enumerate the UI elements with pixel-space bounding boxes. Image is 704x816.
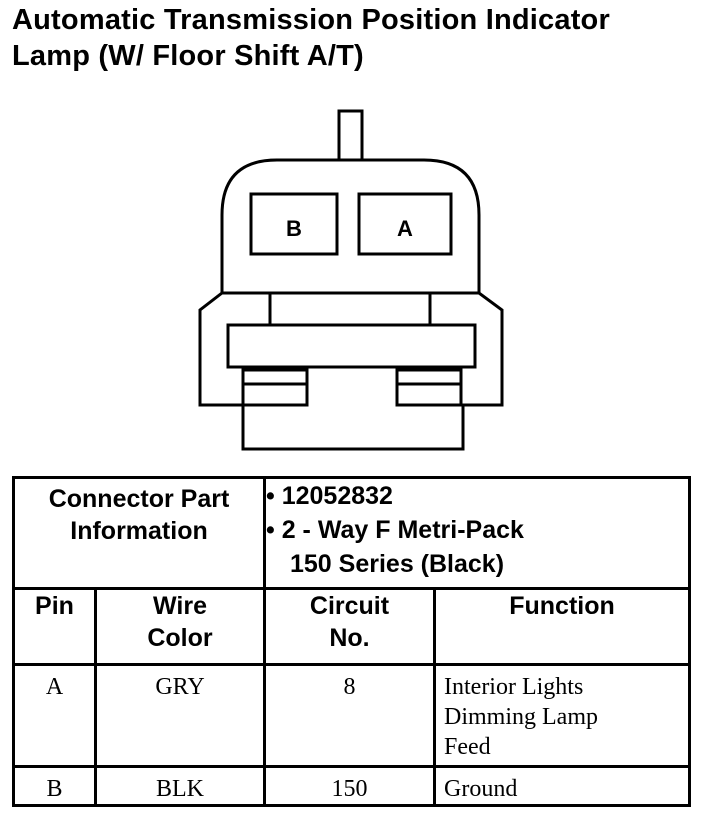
part-info-details: 12052832 2 - Way F Metri-Pack 150 Series… bbox=[263, 476, 691, 590]
wire-color-cell: GRY bbox=[94, 663, 266, 768]
function-cell: Interior Lights Dimming Lamp Feed bbox=[433, 663, 691, 768]
column-header-pin: Pin bbox=[12, 587, 97, 666]
connector-body bbox=[198, 291, 504, 451]
column-header-row: Pin Wire Color Circuit No. Function bbox=[12, 587, 691, 666]
table-row: A GRY 8 Interior Lights Dimming Lamp Fee… bbox=[12, 663, 691, 768]
cavity-a bbox=[357, 192, 453, 256]
wire-exit-right bbox=[395, 368, 463, 407]
part-info-label-line-2: Information bbox=[70, 517, 208, 545]
table-row: B BLK 150 Ground bbox=[12, 765, 691, 807]
circuit-cell: 150 bbox=[263, 765, 436, 807]
connector-lock-ledge bbox=[226, 323, 477, 369]
wire-color-cell: BLK bbox=[94, 765, 266, 807]
part-info-label: Connector Part Information bbox=[12, 476, 266, 590]
diagram-title: Automatic Transmission Position Indicato… bbox=[12, 2, 702, 74]
title-line-1: Automatic Transmission Position Indicato… bbox=[12, 4, 610, 36]
part-description-line-1: 2 - Way F Metri-Pack bbox=[266, 513, 688, 547]
cavity-a-label: A bbox=[397, 216, 413, 241]
pin-cell: A bbox=[12, 663, 97, 768]
column-header-wire-color: Wire Color bbox=[94, 587, 266, 666]
column-header-circuit-line-1: Circuit bbox=[309, 592, 390, 620]
wire-exit-left bbox=[241, 368, 309, 407]
function-line: Interior Lights bbox=[444, 674, 584, 700]
function-cell: Ground bbox=[433, 765, 691, 807]
function-line: Feed bbox=[444, 734, 491, 760]
part-description-line-2: 150 Series (Black) bbox=[290, 550, 505, 578]
connector-head bbox=[220, 158, 481, 293]
column-header-wire-color-line-2: Color bbox=[147, 624, 213, 652]
column-header-circuit: Circuit No. bbox=[263, 587, 436, 666]
column-header-function: Function bbox=[433, 587, 691, 666]
pin-cell: B bbox=[12, 765, 97, 807]
function-line: Dimming Lamp bbox=[444, 704, 598, 730]
connector-drawing: B A bbox=[198, 109, 504, 451]
column-header-wire-color-line-1: Wire bbox=[153, 592, 207, 620]
connector-pinout-table: Connector Part Information 12052832 2 - … bbox=[12, 476, 691, 807]
column-header-function-text: Function bbox=[509, 592, 615, 620]
function-line: Ground bbox=[444, 776, 518, 802]
connector-latch-tab bbox=[337, 109, 364, 160]
circuit-cell: 8 bbox=[263, 663, 436, 768]
column-header-circuit-line-2: No. bbox=[329, 624, 370, 652]
cavity-b-label: B bbox=[286, 216, 302, 241]
part-info-row: Connector Part Information 12052832 2 - … bbox=[12, 476, 691, 590]
column-header-pin-text: Pin bbox=[35, 592, 74, 620]
part-number: 12052832 bbox=[266, 479, 688, 513]
title-line-2: Lamp (W/ Floor Shift A/T) bbox=[12, 40, 364, 72]
part-info-label-line-1: Connector Part bbox=[48, 485, 230, 513]
cavity-b bbox=[249, 192, 339, 256]
